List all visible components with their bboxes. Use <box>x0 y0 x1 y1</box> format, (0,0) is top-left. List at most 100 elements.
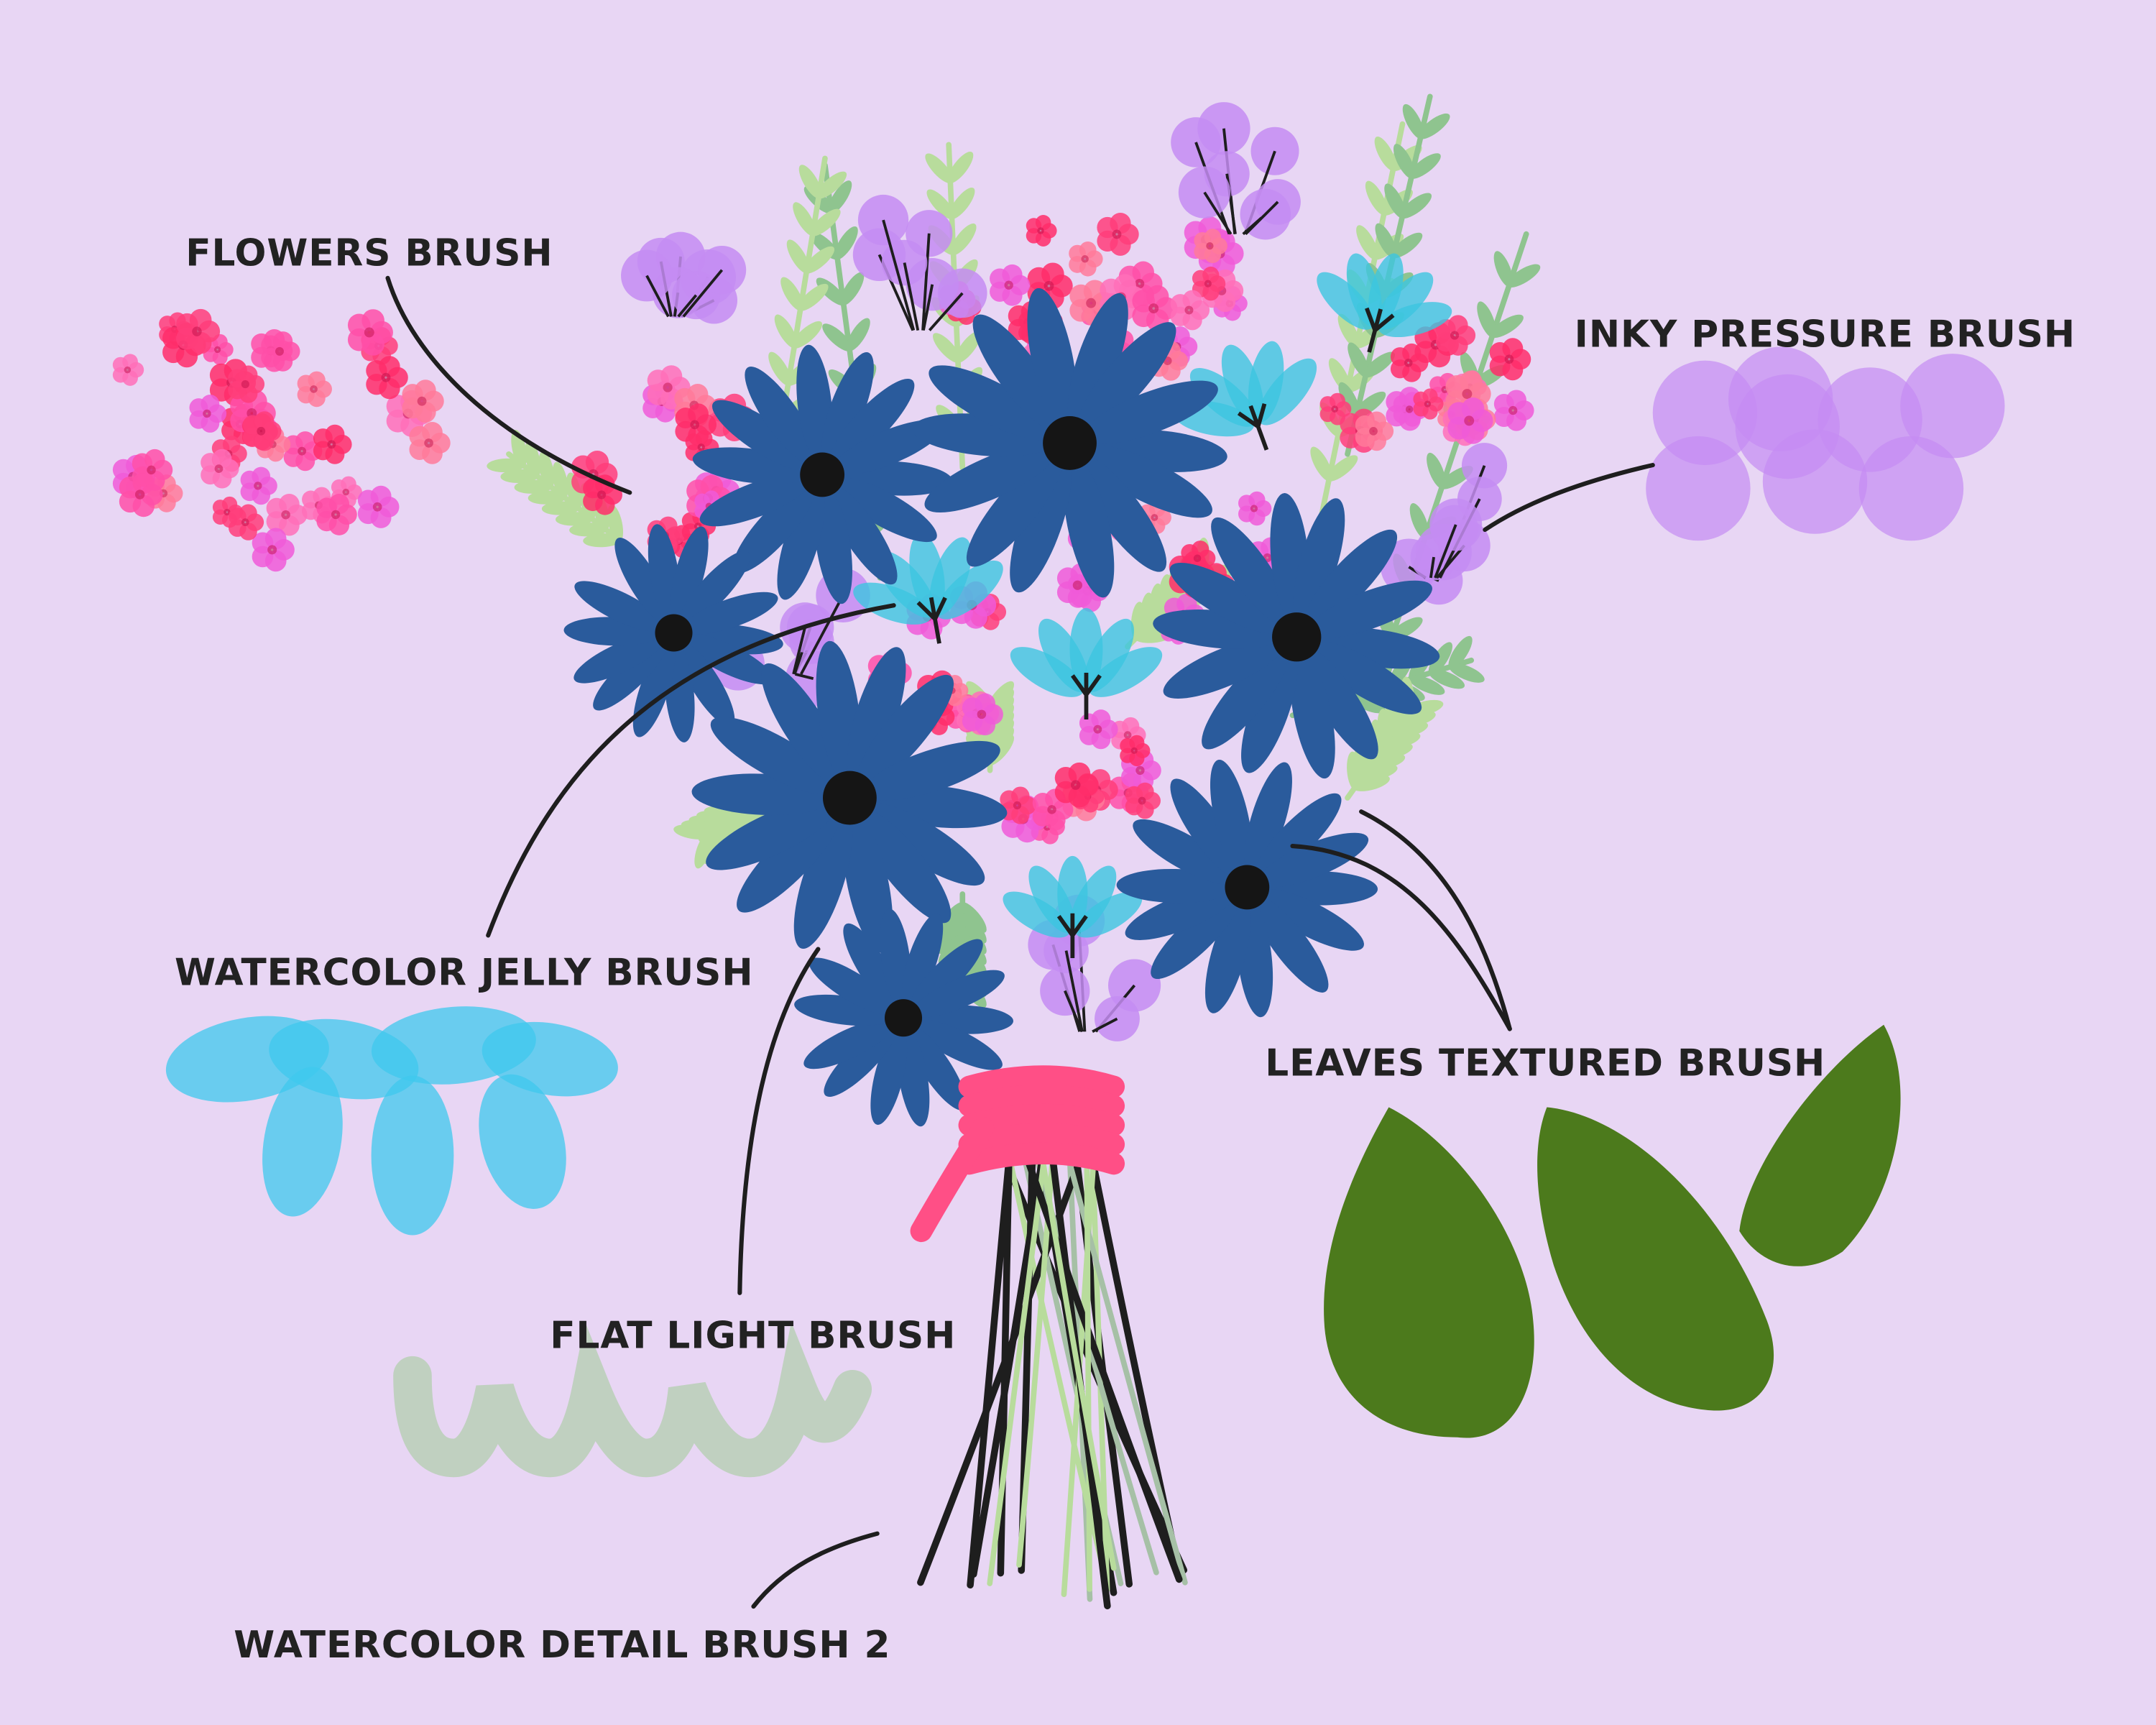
ribbon-tail <box>910 1116 995 1243</box>
leader-leaves-b <box>1359 809 1512 1031</box>
fern-leaflet <box>947 152 974 184</box>
daisy-petal <box>732 482 816 574</box>
small-blossom <box>229 504 264 540</box>
fern-leaflet <box>555 512 594 526</box>
blossom-petal <box>212 448 232 469</box>
small-blossom <box>176 308 221 354</box>
fern-leaflet <box>1418 113 1450 139</box>
blossom-center <box>1404 359 1413 367</box>
blossom-petal <box>1502 338 1524 359</box>
small-blossom <box>1194 229 1227 264</box>
cyan-stamen <box>916 597 947 644</box>
daisy-petal <box>808 957 895 1016</box>
fern-leaflet <box>525 440 541 479</box>
blossom-center <box>1331 405 1339 413</box>
fern-leaflet <box>1409 503 1429 540</box>
blossom-center <box>1405 405 1414 413</box>
blossom-center <box>1086 298 1097 308</box>
fern-leaflet <box>1356 225 1378 260</box>
cyan-stamen <box>1071 672 1102 720</box>
fern-leaflet <box>1363 351 1395 378</box>
blossom-petal <box>279 494 300 515</box>
blossom-center <box>1250 505 1258 512</box>
daisy-petal <box>833 477 937 543</box>
fern-leaflet <box>791 321 823 349</box>
stem <box>987 1152 1048 1586</box>
fern-leaflet <box>500 469 539 483</box>
blossom-petal <box>687 384 709 405</box>
small-blossom <box>201 448 239 489</box>
daisy-petal <box>573 633 665 684</box>
brush-swatches <box>112 308 2005 1478</box>
fern-leaflet <box>938 902 966 933</box>
leader-leaves-a <box>1290 843 1512 1031</box>
blossom-petal <box>1422 388 1438 404</box>
small-blossom <box>240 466 277 505</box>
fern-leaflet <box>816 171 847 199</box>
small-blossom <box>297 371 332 408</box>
daisy-petal <box>1290 650 1335 779</box>
daisy-petal <box>710 717 837 795</box>
fern-leaflet <box>926 189 955 220</box>
blossom-center <box>124 366 132 374</box>
daisy-petal <box>803 1018 894 1070</box>
fern-leaflet <box>673 824 712 840</box>
fern-leaflet <box>528 490 567 505</box>
blossom-petal <box>239 365 258 384</box>
daisy-petal <box>929 365 1056 441</box>
textured-leaf-middle <box>1537 1107 1774 1411</box>
daisy-center <box>1272 612 1322 662</box>
blossom-petal <box>695 430 713 447</box>
daisy-petal <box>1067 293 1128 429</box>
daisy-petal <box>1204 899 1251 1013</box>
cyan-petal <box>1010 647 1084 697</box>
label-watercolor-jelly-brush: WATERCOLOR JELLY BRUSH <box>175 951 754 994</box>
inky-pressure-blob <box>1646 436 1751 541</box>
daisy-petal <box>676 641 735 727</box>
daisy-petal <box>679 551 750 627</box>
blossom-center <box>381 372 391 382</box>
sprig-stem <box>1434 524 1457 579</box>
blossom-petal <box>1506 390 1526 410</box>
sprig-stem <box>794 673 814 681</box>
purple-blob <box>1171 117 1221 167</box>
blossom-center <box>1464 415 1475 426</box>
fern-leaflet <box>1506 264 1541 288</box>
daisy-petal <box>793 812 853 949</box>
daisy-petal <box>737 806 841 913</box>
blossom-petal <box>341 476 356 492</box>
purple-sprig <box>1171 102 1301 240</box>
daisy-petal <box>901 913 944 1008</box>
cyan-petal <box>936 560 1003 620</box>
daisy-petal <box>1076 454 1167 572</box>
blossom-petal <box>325 424 345 444</box>
label-watercolor-detail-brush-2: WATERCOLOR DETAIL BRUSH 2 <box>234 1624 890 1667</box>
blue-daisy <box>691 640 1008 953</box>
blossom-center <box>1148 303 1159 314</box>
daisy-petal <box>966 454 1063 567</box>
leader-flowers <box>385 275 632 495</box>
fern-leaflet <box>1477 301 1496 338</box>
daisy-petal <box>1083 445 1212 518</box>
fern-leaflet <box>1429 669 1465 689</box>
cyan-flower <box>1317 253 1452 353</box>
sprig-stem <box>800 594 844 675</box>
fern-leaflet <box>552 461 568 500</box>
small-blossom <box>1125 782 1161 819</box>
blossom-center <box>213 346 221 354</box>
purple-sprig <box>1381 443 1508 605</box>
blossom-petal <box>1176 593 1197 615</box>
fern-leaflet <box>840 272 865 306</box>
cyan-flower <box>853 533 1003 644</box>
fern-leaflet <box>834 226 858 260</box>
blossom-center <box>1424 400 1432 408</box>
daisy-petal <box>1258 832 1369 888</box>
blossom-center <box>1047 805 1056 814</box>
daisy-petal <box>972 314 1064 432</box>
fern-leaflet <box>1409 675 1445 695</box>
cyan-flower <box>1010 608 1163 720</box>
daisy-petal <box>1254 793 1342 880</box>
cyan-petal <box>929 537 972 616</box>
sprig-stem <box>1203 191 1233 235</box>
small-blossom <box>1120 735 1151 767</box>
